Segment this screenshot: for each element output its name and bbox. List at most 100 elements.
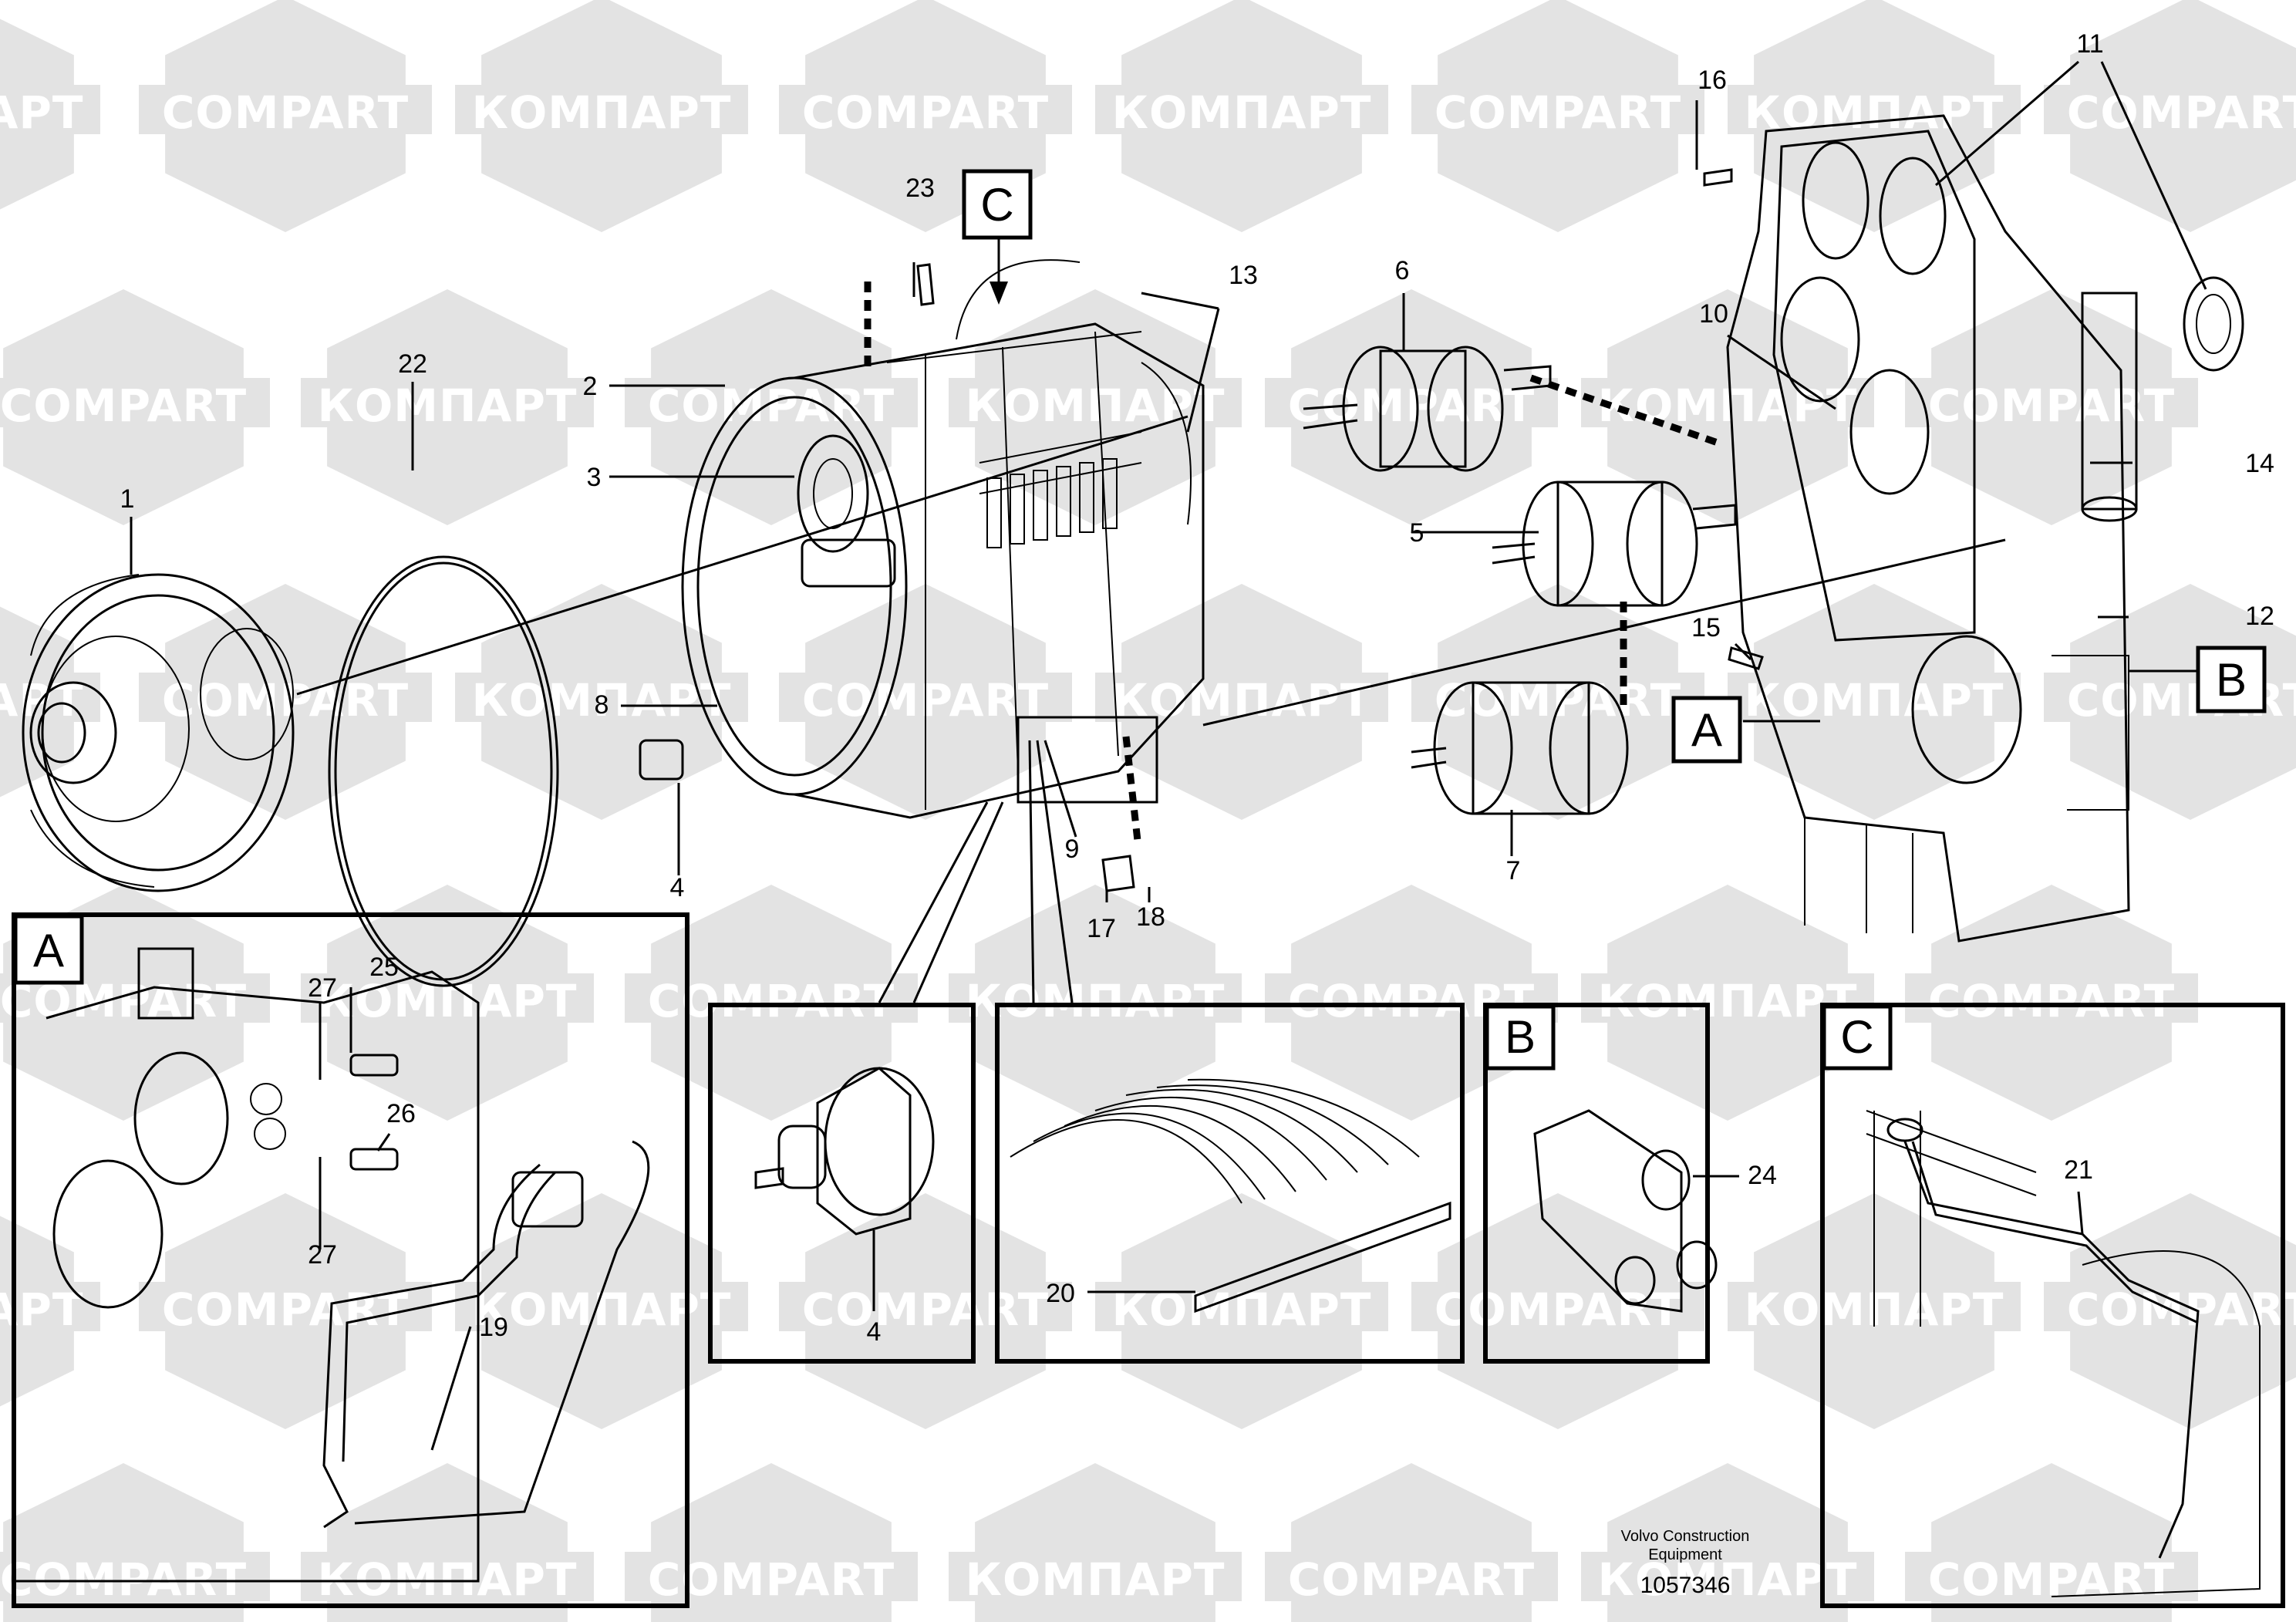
watermark-band xyxy=(949,1552,1242,1601)
watermark-band xyxy=(1265,1552,1558,1601)
watermark-band xyxy=(1095,1282,1388,1331)
svg-text:7: 7 xyxy=(1506,856,1521,885)
watermark-text: COMPART xyxy=(648,975,895,1027)
svg-text:9: 9 xyxy=(1065,835,1080,864)
watermark-band xyxy=(1581,1552,1874,1601)
watermark-text: КОМПАРТ xyxy=(318,975,578,1027)
footer-credit: Volvo Construction Equipment 1057346 xyxy=(1621,1528,1750,1598)
watermark-text: COMPART xyxy=(1928,1553,2175,1606)
svg-text:4: 4 xyxy=(670,873,685,902)
watermark-text: COMPART xyxy=(162,86,409,139)
shaft-part-7 xyxy=(1411,681,1629,815)
watermark-text: КОМПАРТ xyxy=(966,1553,1226,1606)
watermark-text: КОМПАРТ xyxy=(1598,975,1858,1027)
watermark-text: КОМПАРТ xyxy=(0,86,83,139)
watermark-band xyxy=(779,1282,1072,1331)
watermark-text: COMPART xyxy=(1288,1553,1535,1606)
gearbox-housing-part-2 xyxy=(681,259,1205,819)
watermark-text: COMPART xyxy=(1435,86,1681,139)
watermark-text: COMPART xyxy=(648,379,895,432)
svg-text:19: 19 xyxy=(479,1313,508,1342)
svg-text:C: C xyxy=(1840,1011,1873,1063)
svg-text:8: 8 xyxy=(595,690,609,720)
watermark-text: КОМПАРТ xyxy=(472,86,732,139)
rear-housing-part-12 xyxy=(1726,114,2138,943)
watermark-text: COMPART xyxy=(2067,1283,2296,1336)
svg-text:25: 25 xyxy=(369,953,399,982)
watermark-text: COMPART xyxy=(648,1553,895,1606)
watermark-text: COMPART xyxy=(0,379,247,432)
watermark-band xyxy=(779,85,1072,134)
shaft-part-6 xyxy=(1303,346,1552,472)
svg-text:27: 27 xyxy=(308,1240,337,1270)
watermark-band xyxy=(455,85,748,134)
detail-box-part-20 xyxy=(995,1003,1465,1364)
svg-text:12: 12 xyxy=(2245,602,2274,631)
svg-text:26: 26 xyxy=(386,1099,416,1128)
svg-text:3: 3 xyxy=(587,463,602,492)
svg-text:27: 27 xyxy=(308,973,337,1003)
view-marker-b: B xyxy=(2196,646,2267,713)
watermark-band xyxy=(0,85,100,134)
watermark-band xyxy=(139,1282,432,1331)
watermark-band xyxy=(0,1552,270,1601)
shaft-part-5 xyxy=(1492,481,1737,607)
dashed-assembly-lines xyxy=(864,282,1721,841)
small-parts xyxy=(639,168,1764,892)
callout-labels: 1 2 3 4 4 5 6 7 8 9 10 11 12 13 14 15 16… xyxy=(120,29,2274,1347)
watermark-text: КОМПАРТ xyxy=(966,975,1226,1027)
svg-text:4: 4 xyxy=(867,1317,882,1347)
watermark-text: КОМПАРТ xyxy=(1598,379,1858,432)
watermark-band xyxy=(1728,85,2021,134)
watermark-text: COMPART xyxy=(802,1283,1049,1336)
svg-text:11: 11 xyxy=(2076,29,2103,59)
watermark-text: КОМПАРТ xyxy=(1112,86,1372,139)
watermark-band xyxy=(0,378,270,427)
watermark-text: COMPART xyxy=(1928,379,2175,432)
svg-text:C: C xyxy=(980,179,1013,231)
view-marker-c: C xyxy=(962,169,1033,305)
watermark-band xyxy=(0,1282,100,1331)
watermark-band xyxy=(1728,673,2021,722)
svg-text:Equipment: Equipment xyxy=(1648,1546,1722,1563)
watermark-text: COMPART xyxy=(1288,379,1535,432)
cover-part-11 xyxy=(2183,276,2244,372)
watermark-band xyxy=(949,378,1242,427)
watermark-text: КОМПАРТ xyxy=(966,379,1226,432)
svg-text:20: 20 xyxy=(1046,1279,1075,1308)
watermark-band xyxy=(1905,973,2198,1023)
watermark-band xyxy=(2044,85,2296,134)
svg-text:14: 14 xyxy=(2245,449,2274,478)
watermark-band xyxy=(1095,673,1388,722)
watermark-text: COMPART xyxy=(0,1553,247,1606)
svg-text:6: 6 xyxy=(1395,256,1410,285)
svg-text:A: A xyxy=(33,925,64,976)
watermark-text: COMPART xyxy=(1928,975,2175,1027)
watermark-band xyxy=(1095,85,1388,134)
svg-text:18: 18 xyxy=(1136,902,1165,932)
svg-text:22: 22 xyxy=(398,349,427,379)
watermark-text: КОМПАРТ xyxy=(1112,674,1372,727)
watermark-text: COMPART xyxy=(162,1283,409,1336)
watermark-band xyxy=(1411,673,1704,722)
svg-text:23: 23 xyxy=(905,174,935,203)
watermark-band xyxy=(1905,378,2198,427)
watermark-text: КОМПАРТ xyxy=(318,379,578,432)
watermark-band xyxy=(625,1552,918,1601)
watermark-band xyxy=(1411,85,1704,134)
watermark-text: КОМПАРТ xyxy=(472,674,732,727)
svg-text:21: 21 xyxy=(2064,1155,2093,1185)
leader-lines xyxy=(130,60,2207,1003)
watermark-text: КОМПАРТ xyxy=(1745,86,2004,139)
watermark-text: КОМПАРТ xyxy=(1598,1553,1858,1606)
svg-text:5: 5 xyxy=(1410,518,1424,548)
svg-text:17: 17 xyxy=(1087,914,1116,943)
svg-text:1: 1 xyxy=(120,484,135,514)
watermark-band xyxy=(139,85,432,134)
svg-text:B: B xyxy=(2216,654,2247,706)
svg-text:A: A xyxy=(1691,704,1722,756)
svg-text:B: B xyxy=(1505,1011,1536,1063)
svg-text:Volvo Construction: Volvo Construction xyxy=(1621,1528,1750,1545)
svg-text:13: 13 xyxy=(1229,261,1258,290)
torque-converter-part-1 xyxy=(22,573,295,892)
